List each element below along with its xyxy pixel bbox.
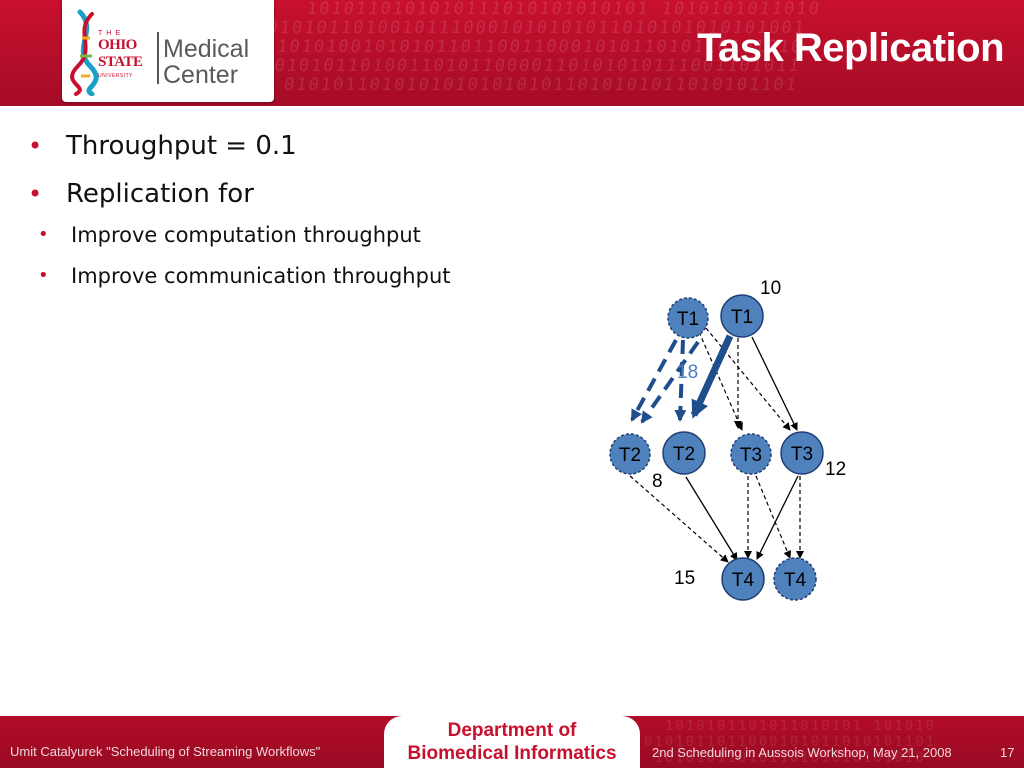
node-t2-replica: T2: [609, 433, 651, 475]
logo-medical-center: Medical Center: [163, 36, 249, 88]
slide-title: Task Replication: [697, 26, 1004, 70]
node-t3: T3: [730, 433, 772, 475]
edge-heavy-dashed-t1r-t2r: [630, 339, 678, 422]
node-label: T4: [732, 570, 755, 591]
edge-cost-label: 18: [677, 362, 698, 383]
footer-author: Umit Catalyurek "Scheduling of Streaming…: [10, 744, 321, 759]
t4-cost-label: 15: [674, 568, 695, 589]
edge-t2r-t4: [629, 475, 729, 563]
logo-divider: [157, 32, 159, 84]
footer-binary-pattern: 1010101101011010101 101010 0101011011000…: [644, 718, 937, 766]
footer-event: 2nd Scheduling in Aussois Workshop, May …: [652, 745, 952, 760]
node-t4-replica: T4: [773, 557, 817, 601]
logo-center-text: Center: [163, 61, 239, 89]
dept-line2: Biomedical Informatics: [407, 743, 617, 764]
edge-heavy-dashed-t1r-t2: [674, 339, 687, 422]
edge-heavy-t1-t2: [690, 334, 734, 419]
node-label: T2: [673, 444, 695, 465]
node-t3-replica: T3: [780, 431, 824, 475]
node-label: T1: [731, 307, 753, 328]
node-t1: T1: [720, 294, 764, 338]
bullet-item: Throughput = 0.1: [26, 124, 451, 172]
logo-university: UNIVERSITY: [98, 73, 134, 79]
node-label: T3: [791, 444, 813, 465]
osu-medical-center-logo: THE OHIO STATE UNIVERSITY Medical Center: [62, 0, 274, 102]
logo-the: THE: [98, 30, 124, 37]
node-t1-replica: T1: [667, 297, 709, 339]
node-t4: T4: [721, 557, 765, 601]
edge-t2-t4: [685, 476, 738, 561]
t2-cost-label: 8: [652, 471, 663, 492]
node-label: T3: [740, 445, 762, 466]
node-label: T1: [677, 309, 699, 330]
logo-medical-text: Medical: [163, 35, 250, 63]
footer-bar: 1010101101011010101 101010 0101011011000…: [0, 716, 1024, 768]
bullet-item: Replication for: [26, 172, 451, 220]
bullet-list: Throughput = 0.1 Replication for Improve…: [26, 124, 451, 302]
page-number: 17: [1000, 745, 1015, 760]
edge-heavy-dashed-t1-t2r: [640, 340, 700, 424]
logo-ohio: OHIO: [98, 37, 137, 53]
department-logo: Department of Biomedical Informatics: [384, 716, 640, 768]
edge-t1-t3: [751, 336, 798, 431]
task-graph-diagram: T1 T1 T2 T2 T3 T3 T4 T4 10 18 8 12 15: [609, 278, 846, 601]
sub-bullet-item: Improve computation throughput: [0, 220, 451, 261]
node-t2: T2: [662, 431, 706, 475]
dna-helix-icon: [70, 9, 99, 96]
node-label: T2: [619, 445, 641, 466]
edge-t3-t4r: [755, 475, 792, 559]
t3-cost-label: 12: [825, 459, 846, 480]
t1-cost-label: 10: [760, 278, 781, 299]
dept-line1: Department of: [447, 720, 577, 741]
sub-bullet-item: Improve communication throughput: [0, 261, 451, 302]
logo-state: STATE: [98, 54, 143, 70]
edge-t3r-t4: [756, 475, 799, 560]
node-label: T4: [784, 570, 807, 591]
header-banner: 1010110101010111010101010101 10101010110…: [0, 0, 1024, 106]
edge-t1r-t3: [698, 331, 743, 431]
edge-t1r-t3r: [705, 327, 791, 431]
